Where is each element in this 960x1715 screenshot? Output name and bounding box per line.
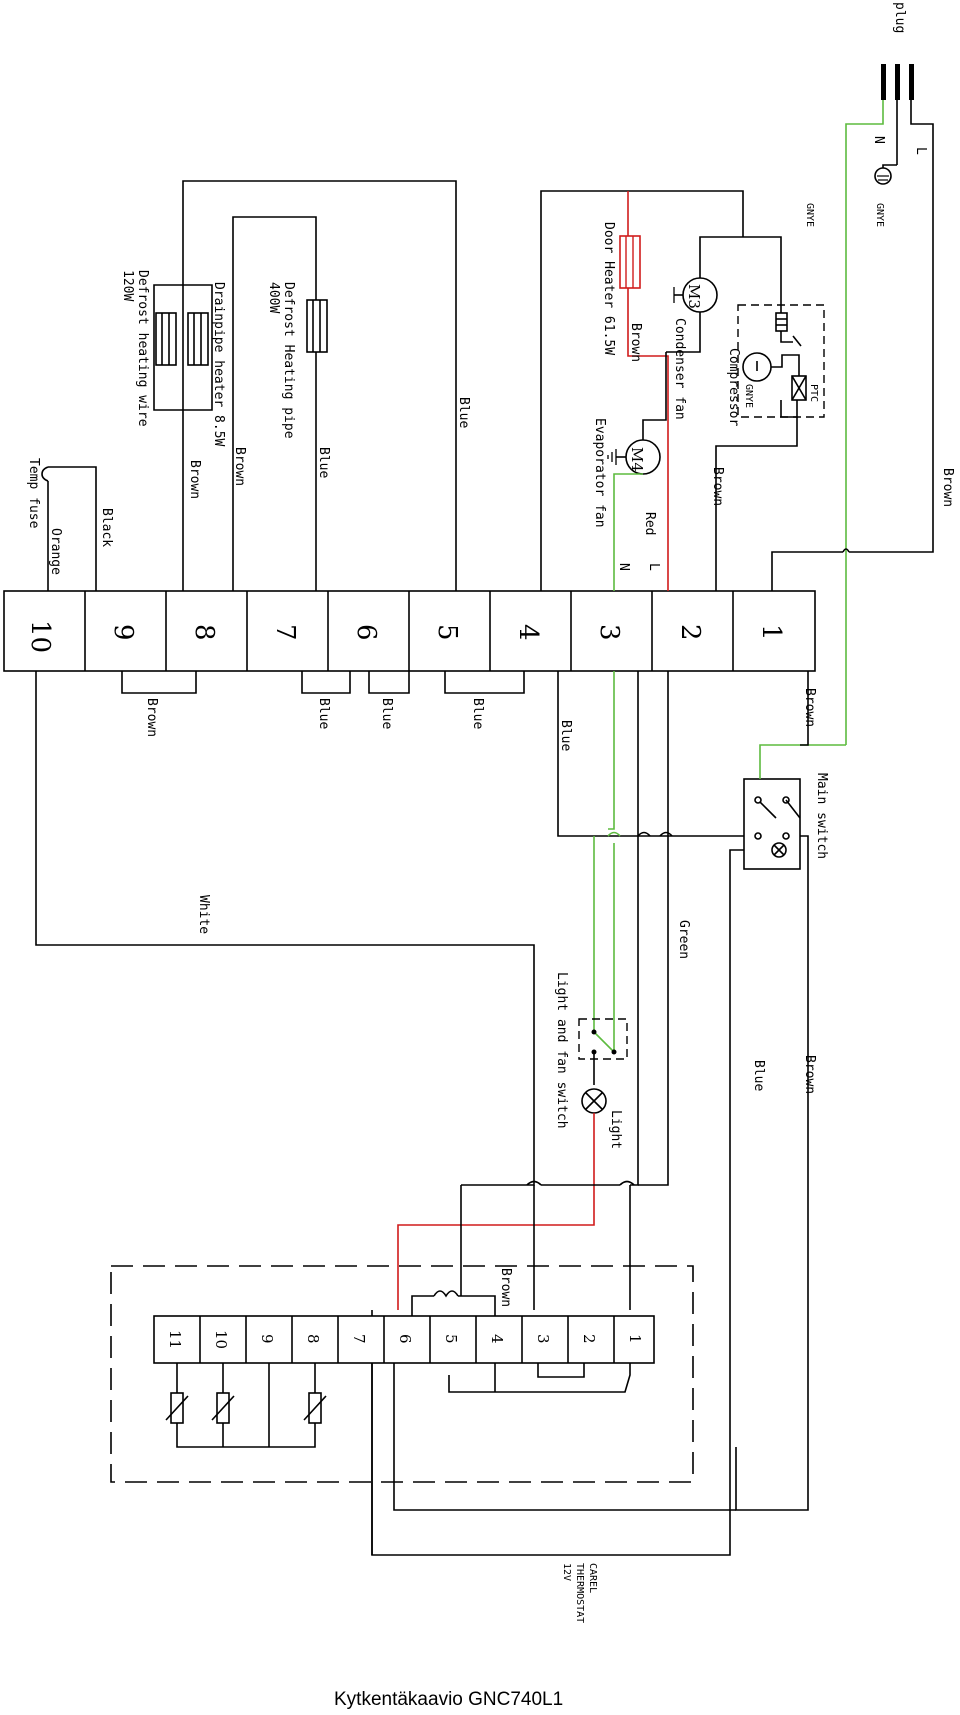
blue-label-bridge-2: Blue	[379, 698, 394, 729]
blue-label-5: Blue	[456, 397, 471, 428]
l-label-2: L	[646, 563, 661, 571]
terminal-7: 7	[270, 624, 300, 641]
thermo-10: 10	[212, 1330, 230, 1349]
temp-fuse-label: Temp fuse	[26, 458, 41, 529]
thermo-1: 1	[626, 1334, 644, 1344]
terminal-5: 5	[432, 624, 462, 641]
evaporator-fan: M4 Evaporator fan N	[592, 352, 667, 591]
terminal-4: 4	[513, 624, 543, 641]
plug-label: plug	[892, 2, 907, 33]
main-switch-label: Main switch	[814, 773, 829, 859]
ptc-label: PTC	[808, 384, 819, 402]
n-label-2: N	[616, 563, 631, 571]
light-fan-switch-label: Light and fan switch	[554, 972, 569, 1129]
blue-label-4: Blue	[558, 720, 573, 751]
carel-thermostat: 11 10 9 8 7 6 5 4 3 2 1 Brown CAREL THER…	[110, 1265, 694, 1623]
thermo-3: 3	[534, 1334, 552, 1344]
drainpipe-heater-label: Drainpipe heater 8.5W	[211, 282, 226, 447]
thermo-8: 8	[304, 1334, 322, 1344]
caption: Kytkentäkaavio GNC740L1	[334, 1689, 563, 1710]
white-label: White	[196, 895, 211, 934]
condenser-fan-label: Condenser fan	[672, 318, 687, 420]
orange-label: Orange	[48, 528, 63, 575]
defrost-wire-power: 120W	[120, 270, 135, 301]
terminal-block: 10 9 8 7 6 5 4 3 2 1 Brown Blue Blue Blu…	[3, 590, 816, 737]
terminal-1: 1	[756, 624, 786, 641]
temp-fuse: Temp fuse Orange Black	[26, 458, 114, 591]
door-heater-label: Door Heater 61.5W	[601, 222, 616, 355]
blue-label-right: Blue	[751, 1060, 766, 1091]
carel-label: CAREL	[587, 1563, 598, 1593]
terminal-3: 3	[594, 624, 624, 641]
black-label: Black	[99, 508, 114, 547]
brown-label-thermo: Brown	[498, 1268, 513, 1307]
l-label: L	[913, 147, 928, 155]
blue-label-7: Blue	[316, 447, 331, 478]
brown-label-8: Brown	[187, 460, 202, 499]
blue-label-bridge-1: Blue	[316, 698, 331, 729]
thermo-11: 11	[166, 1330, 184, 1349]
evaporator-fan-label: Evaporator fan	[592, 418, 607, 528]
brown-label-door: Brown	[628, 323, 643, 362]
condenser-fan: M3 Condenser fan	[666, 236, 743, 420]
brown-label-right: Brown	[802, 1055, 817, 1094]
brown-label-bridge: Brown	[144, 698, 159, 737]
brown-label-comp: Brown	[710, 467, 725, 506]
red-label: Red	[642, 512, 657, 535]
m3-label: M3	[685, 284, 703, 309]
drainpipe-and-defrost-pipe: Drainpipe heater 8.5W Defrost Heating pi…	[187, 216, 471, 591]
brown-label-mainsw: Brown	[802, 688, 817, 727]
blue-label-bridge-3: Blue	[470, 698, 485, 729]
gnye-label-plug: GNYE	[874, 203, 885, 227]
door-heater: Door Heater 61.5W Brown Red L	[540, 190, 744, 591]
terminal-9: 9	[108, 624, 138, 641]
green-label: Green	[676, 920, 691, 959]
thermo-2: 2	[580, 1334, 598, 1344]
wire-terminal-1	[771, 551, 843, 591]
defrost-pipe-label: Defrost Heating pipe	[281, 282, 296, 439]
n-label: N	[871, 136, 886, 144]
light-label: Light	[608, 1110, 623, 1149]
terminal-2: 2	[675, 624, 705, 641]
power-plug: plug N L GNYE Brown	[845, 2, 955, 745]
thermo-4: 4	[488, 1334, 506, 1344]
terminal-6: 6	[351, 624, 381, 641]
light-and-fan-switch[interactable]: Light and fan switch	[554, 972, 628, 1129]
thermo-9: 9	[258, 1334, 276, 1344]
terminal-8: 8	[189, 624, 219, 641]
terminal-10: 10	[25, 620, 55, 653]
compressor: GNYE PTC Compressor GNYE Brown	[710, 203, 825, 591]
thermo-7: 7	[350, 1334, 368, 1344]
thermostat-label: THERMOSTAT	[574, 1563, 585, 1623]
defrost-pipe-power: 400W	[266, 282, 281, 313]
brown-label-plug: Brown	[940, 468, 955, 507]
gnye-label-2: GNYE	[804, 203, 815, 227]
volt-label: 12V	[561, 1563, 572, 1581]
gnye-label-comp: GNYE	[743, 384, 754, 408]
defrost-heating-wire: Defrost heating wire 120W	[120, 180, 457, 591]
light: Light	[581, 1088, 623, 1149]
m4-label: M4	[628, 447, 646, 472]
brown-label-7: Brown	[232, 447, 247, 486]
defrost-wire-label: Defrost heating wire	[135, 270, 150, 427]
compressor-label: Compressor	[726, 348, 741, 426]
thermo-5: 5	[442, 1334, 460, 1344]
thermo-6: 6	[396, 1334, 414, 1344]
main-switch[interactable]: Main switch	[743, 773, 829, 870]
